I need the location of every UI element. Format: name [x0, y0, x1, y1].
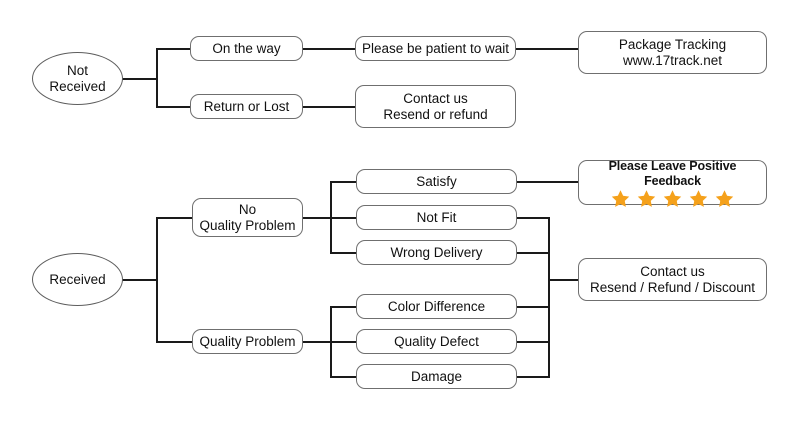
node-wrong-delivery[interactable]: Wrong Delivery — [356, 240, 517, 265]
node-contact-us-resend-or-refund[interactable]: Contact us Resend or refund — [355, 85, 516, 128]
connector-quality-problem-to-bus — [302, 341, 331, 343]
node-be-patient-to-wait[interactable]: Please be patient to wait — [355, 36, 516, 61]
star-icon — [663, 190, 682, 207]
connector-quality-defect-to-merge — [516, 341, 549, 343]
connector-color-difference-to-merge — [516, 306, 549, 308]
connector-bus-to-satisfy — [330, 181, 357, 183]
connector-no-quality-problem-to-bus — [302, 217, 331, 219]
node-quality-defect[interactable]: Quality Defect — [356, 329, 517, 354]
star-rating[interactable] — [611, 189, 734, 208]
node-damage[interactable]: Damage — [356, 364, 517, 389]
node-contact-us-resend-refund-discount[interactable]: Contact us Resend / Refund / Discount — [578, 258, 767, 301]
connector-return-or-lost-to-contact — [302, 106, 356, 108]
node-positive-feedback[interactable]: Please Leave Positive Feedback — [578, 159, 767, 208]
connector-merge-to-contact-discount — [548, 279, 579, 281]
connector-on-the-way-to-be-patient — [302, 48, 356, 50]
connector-bus-to-not-fit — [330, 217, 357, 219]
connector-received-bus — [156, 217, 158, 342]
connector-bus-to-quality-defect — [330, 341, 357, 343]
node-color-difference[interactable]: Color Difference — [356, 294, 517, 319]
connector-be-patient-to-package-tracking — [515, 48, 579, 50]
connector-received-to-bus — [121, 279, 157, 281]
node-return-or-lost[interactable]: Return or Lost — [190, 94, 303, 119]
connector-wrong-delivery-to-merge — [516, 252, 549, 254]
star-icon — [689, 190, 708, 207]
connector-bus-to-quality-problem — [156, 341, 193, 343]
node-satisfy[interactable]: Satisfy — [356, 169, 517, 194]
connector-bus-to-damage — [330, 376, 357, 378]
connector-bus-to-return-or-lost — [156, 106, 191, 108]
node-on-the-way[interactable]: On the way — [190, 36, 303, 61]
connector-merge-bus — [548, 217, 550, 378]
node-not-received[interactable]: Not Received — [32, 52, 123, 105]
star-icon — [611, 190, 630, 207]
connector-bus-to-no-quality-problem — [156, 217, 193, 219]
node-package-tracking[interactable]: Package Tracking www.17track.net — [578, 31, 767, 74]
connector-bus-to-wrong-delivery — [330, 252, 357, 254]
connector-not-received-bus — [156, 48, 158, 108]
node-quality-problem[interactable]: Quality Problem — [192, 329, 303, 354]
connector-not-received-to-bus — [121, 78, 157, 80]
connector-damage-to-merge — [516, 376, 549, 378]
connector-bus-to-on-the-way — [156, 48, 191, 50]
positive-feedback-label: Please Leave Positive Feedback — [608, 159, 737, 188]
node-not-fit[interactable]: Not Fit — [356, 205, 517, 230]
connector-bus-to-color-difference — [330, 306, 357, 308]
node-no-quality-problem[interactable]: No Quality Problem — [192, 198, 303, 237]
connector-satisfy-to-feedback — [516, 181, 578, 183]
connector-not-fit-to-merge — [516, 217, 549, 219]
star-icon — [715, 190, 734, 207]
star-icon — [637, 190, 656, 207]
node-received[interactable]: Received — [32, 253, 123, 306]
